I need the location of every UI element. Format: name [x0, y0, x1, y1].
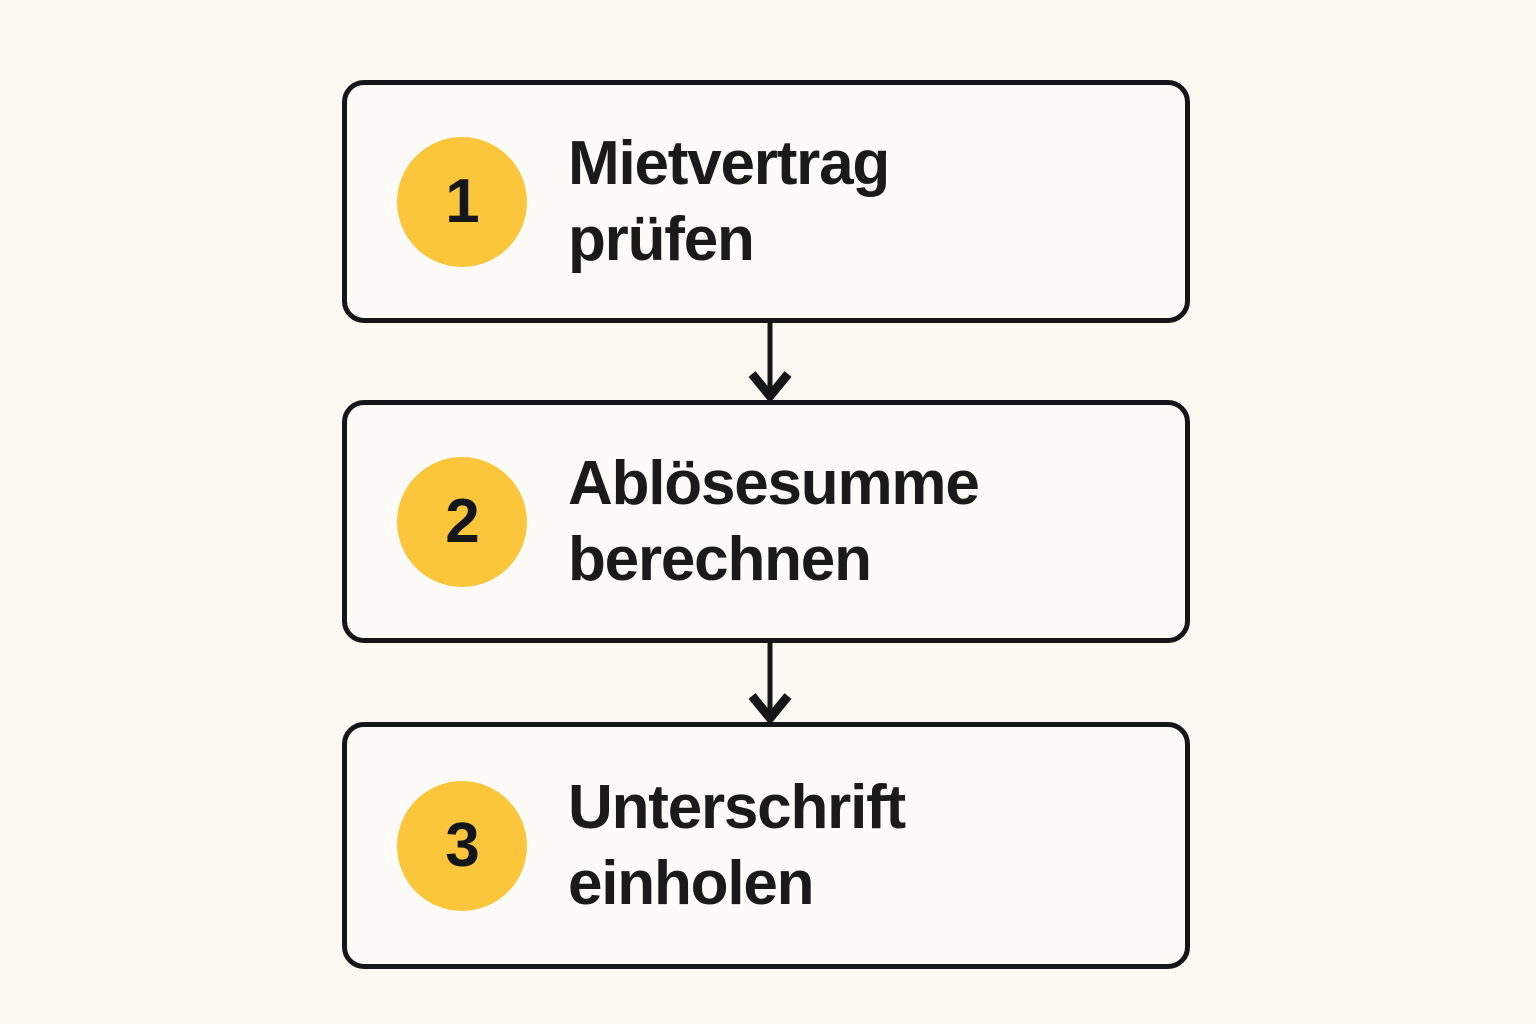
flow-step-1[interactable]: 1 Mietvertrag prüfen — [342, 80, 1190, 323]
step-number-badge-3: 3 — [397, 780, 527, 911]
step-label-1: Mietvertrag prüfen — [568, 128, 890, 274]
flow-step-2-content: 2 Ablösesumme berechnen — [347, 446, 1185, 597]
arrow-down-icon — [748, 322, 792, 401]
step-label-2: Ablösesumme berechnen — [568, 448, 980, 594]
step-number-badge-2: 2 — [397, 456, 527, 587]
flow-step-3[interactable]: 3 Unterschrift einholen — [342, 722, 1190, 969]
connector-step1-step2 — [748, 322, 792, 401]
step-number-badge-1: 1 — [397, 136, 527, 267]
arrow-down-icon — [748, 642, 792, 723]
connector-step2-step3 — [748, 642, 792, 723]
flow-step-1-content: 1 Mietvertrag prüfen — [347, 126, 1185, 277]
flow-step-3-content: 3 Unterschrift einholen — [347, 770, 1185, 921]
flow-step-2[interactable]: 2 Ablösesumme berechnen — [342, 400, 1190, 643]
step-label-3: Unterschrift einholen — [568, 772, 906, 918]
